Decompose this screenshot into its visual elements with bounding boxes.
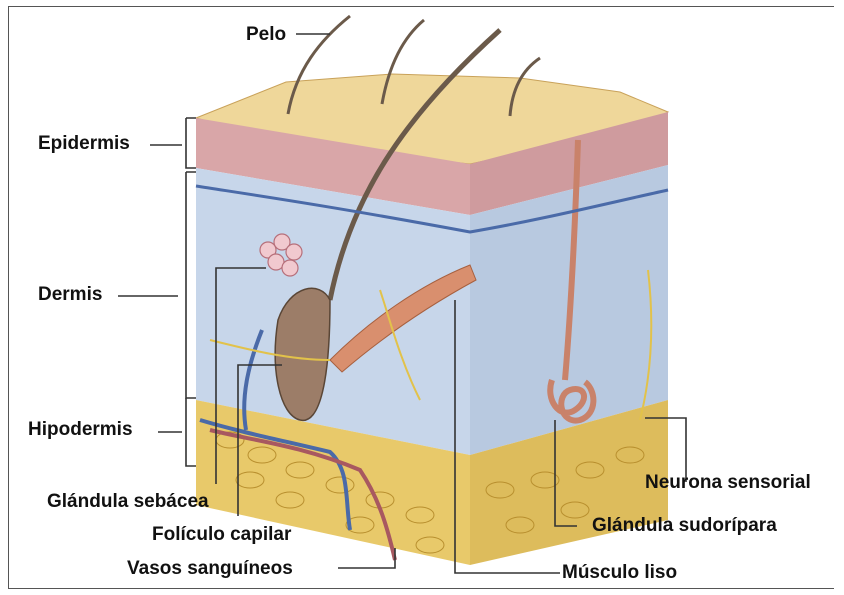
leader-vasos-sanguineos [338, 548, 395, 568]
leader-hipodermis [158, 398, 196, 466]
label-foliculo-capilar: Folículo capilar [152, 525, 291, 544]
leader-epidermis [150, 118, 196, 168]
label-glandula-sebacea: Glándula sebácea [47, 492, 209, 511]
label-musculo-liso: Músculo liso [562, 563, 677, 582]
label-pelo: Pelo [246, 25, 286, 44]
label-dermis: Dermis [38, 285, 102, 304]
label-glandula-sudoripara: Glándula sudorípara [592, 516, 777, 535]
label-neurona-sensorial: Neurona sensorial [645, 473, 811, 492]
label-vasos-sanguineos: Vasos sanguíneos [127, 559, 293, 578]
leader-dermis [118, 172, 196, 398]
label-hipodermis: Hipodermis [28, 420, 133, 439]
label-epidermis: Epidermis [38, 134, 130, 153]
